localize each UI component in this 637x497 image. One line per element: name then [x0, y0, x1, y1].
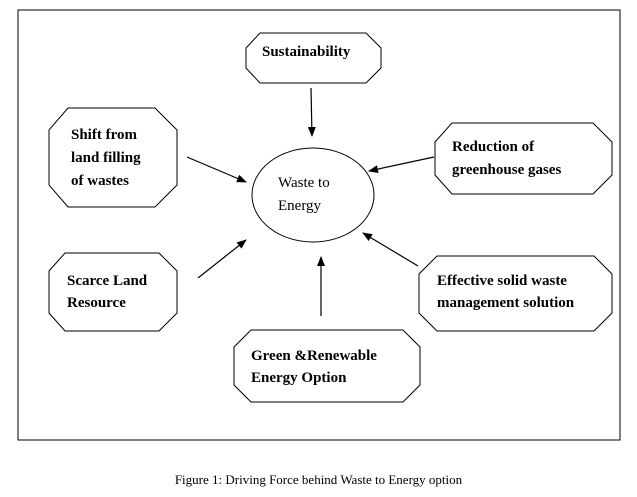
node-effective-solid-waste: Effective solid waste management solutio… [418, 255, 613, 332]
center-label-line-2: Energy [278, 198, 322, 214]
node-green-line-1: Green &Renewable [251, 348, 377, 364]
node-shift-line-1: Shift from [71, 127, 137, 143]
node-scarce-line-2: Resource [67, 295, 126, 311]
figure-caption: Figure 1: Driving Force behind Waste to … [174, 472, 463, 487]
arrow-shift-from-landfilling [186, 156, 247, 183]
node-scarce-line-1: Scarce Land [67, 273, 148, 289]
center-label-line-1: Waste to [278, 175, 330, 191]
node-shift-line-3: of wastes [71, 173, 129, 189]
figure-frame [17, 9, 621, 441]
node-effective-line-2: management solution [437, 295, 575, 311]
center-node: Waste to Energy [251, 147, 375, 243]
node-effective-line-1: Effective solid waste [437, 273, 567, 289]
node-reduction-ghg: Reduction of greenhouse gases [434, 122, 613, 195]
node-sustainability: Sustainability [245, 32, 382, 84]
arrow-effective-solid-waste [362, 232, 419, 267]
arrow-sustainability [307, 87, 316, 137]
node-sustainability-line-1: Sustainability [262, 44, 351, 60]
arrow-reduction-ghg [368, 156, 435, 174]
node-reduction-line-1: Reduction of [452, 139, 535, 155]
arrow-scarce-land [197, 239, 247, 279]
node-green-line-2: Energy Option [251, 370, 347, 386]
node-green-renewable: Green &Renewable Energy Option [233, 329, 421, 403]
node-reduction-line-2: greenhouse gases [452, 162, 561, 178]
node-scarce-land: Scarce Land Resource [48, 252, 178, 332]
node-shift-line-2: land filling [71, 150, 141, 166]
node-shift-from-landfilling: Shift from land filling of wastes [48, 107, 178, 208]
